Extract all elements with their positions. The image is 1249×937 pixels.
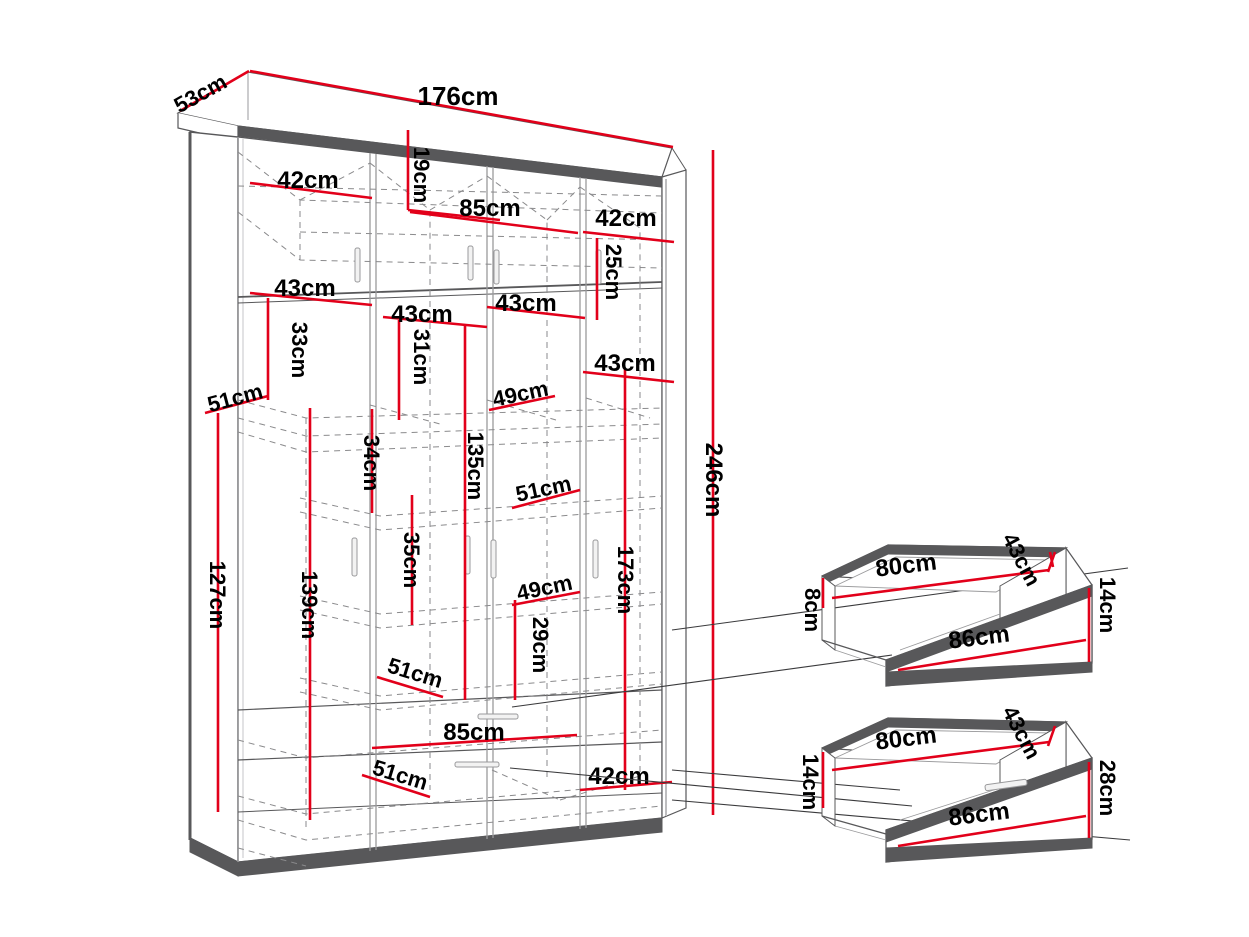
wardrobe-dimension-lines [179, 69, 715, 820]
dimline-49a [488, 394, 556, 412]
wardrobe-illustration [176, 71, 687, 877]
dimline-51c [376, 675, 444, 699]
label-85b: 85cm [443, 719, 504, 746]
dimline-85a [409, 210, 579, 235]
label-34: 34cm [359, 435, 384, 491]
dimline-43a [249, 291, 373, 307]
label-35: 35cm [399, 532, 424, 588]
label-33: 33cm [287, 322, 312, 378]
label-43d: 43cm [594, 350, 655, 377]
label-42b: 42cm [595, 205, 656, 232]
label-19: 19cm [409, 147, 434, 203]
leader-bottom-drawer-2 [671, 769, 901, 791]
label-43a: 43cm [274, 275, 335, 302]
bottom-drawer-labels: 80cm 43cm 14cm 28cm 86cm [798, 702, 1120, 832]
handle-icon [351, 245, 602, 579]
dimline-51d [361, 773, 431, 799]
dimline-t43 [1046, 551, 1057, 573]
wardrobe-right-panel [661, 147, 687, 819]
label-b14: 14cm [798, 754, 823, 810]
label-246: 246cm [700, 443, 727, 518]
dimline-b80 [831, 740, 1050, 772]
label-t14: 14cm [1095, 577, 1120, 633]
dimline-19-ext [407, 208, 501, 222]
leader-to-bottom-drawer [509, 767, 913, 807]
wardrobe-door-divisions [369, 153, 587, 851]
dimline-53 [179, 69, 250, 113]
dimline-42a [249, 181, 373, 200]
wardrobe-dimension-labels: 53cm 176cm 42cm 19cm 85cm 42cm 25cm 43cm… [170, 69, 727, 795]
wardrobe-shelves [237, 281, 663, 813]
label-173: 173cm [613, 546, 638, 615]
label-85a: 85cm [459, 195, 520, 222]
label-176: 176cm [418, 81, 499, 111]
dimline-t86 [897, 638, 1087, 672]
dimline-85b [371, 733, 578, 750]
bottom-drawer-dimension-lines [821, 725, 1091, 848]
label-135: 135cm [463, 432, 488, 501]
door-handles[interactable] [351, 245, 602, 768]
wardrobe-hidden-lines [237, 151, 663, 867]
dimline-43b [382, 315, 488, 329]
dimline-42b [582, 230, 675, 244]
dimline-51b [511, 488, 581, 510]
dimline-43c [486, 305, 586, 320]
label-b28: 28cm [1095, 760, 1120, 816]
label-139: 139cm [297, 571, 322, 640]
label-t8: 8cm [800, 588, 825, 632]
bottom-drawer-illustration [821, 717, 1093, 863]
label-127: 127cm [205, 561, 230, 630]
dimline-t80 [831, 568, 1050, 600]
dimline-49b [511, 590, 581, 607]
top-drawer-dimension-lines [821, 551, 1091, 672]
bottom-drawer-handle-icon [984, 778, 1028, 792]
label-29: 29cm [528, 617, 553, 673]
label-42a: 42cm [277, 167, 338, 194]
dimline-51a [204, 394, 269, 415]
label-43b: 43cm [391, 301, 452, 328]
dimline-43d [582, 370, 675, 384]
drawer-handle-icon [454, 713, 519, 768]
leader-to-top-drawer [511, 654, 893, 708]
dimline-42c [579, 780, 673, 792]
label-31: 31cm [409, 329, 434, 385]
dimline-176 [249, 69, 674, 149]
label-25: 25cm [601, 244, 626, 300]
dimline-b86 [897, 814, 1087, 848]
label-43c: 43cm [495, 290, 556, 317]
dimline-b43 [1046, 725, 1057, 747]
